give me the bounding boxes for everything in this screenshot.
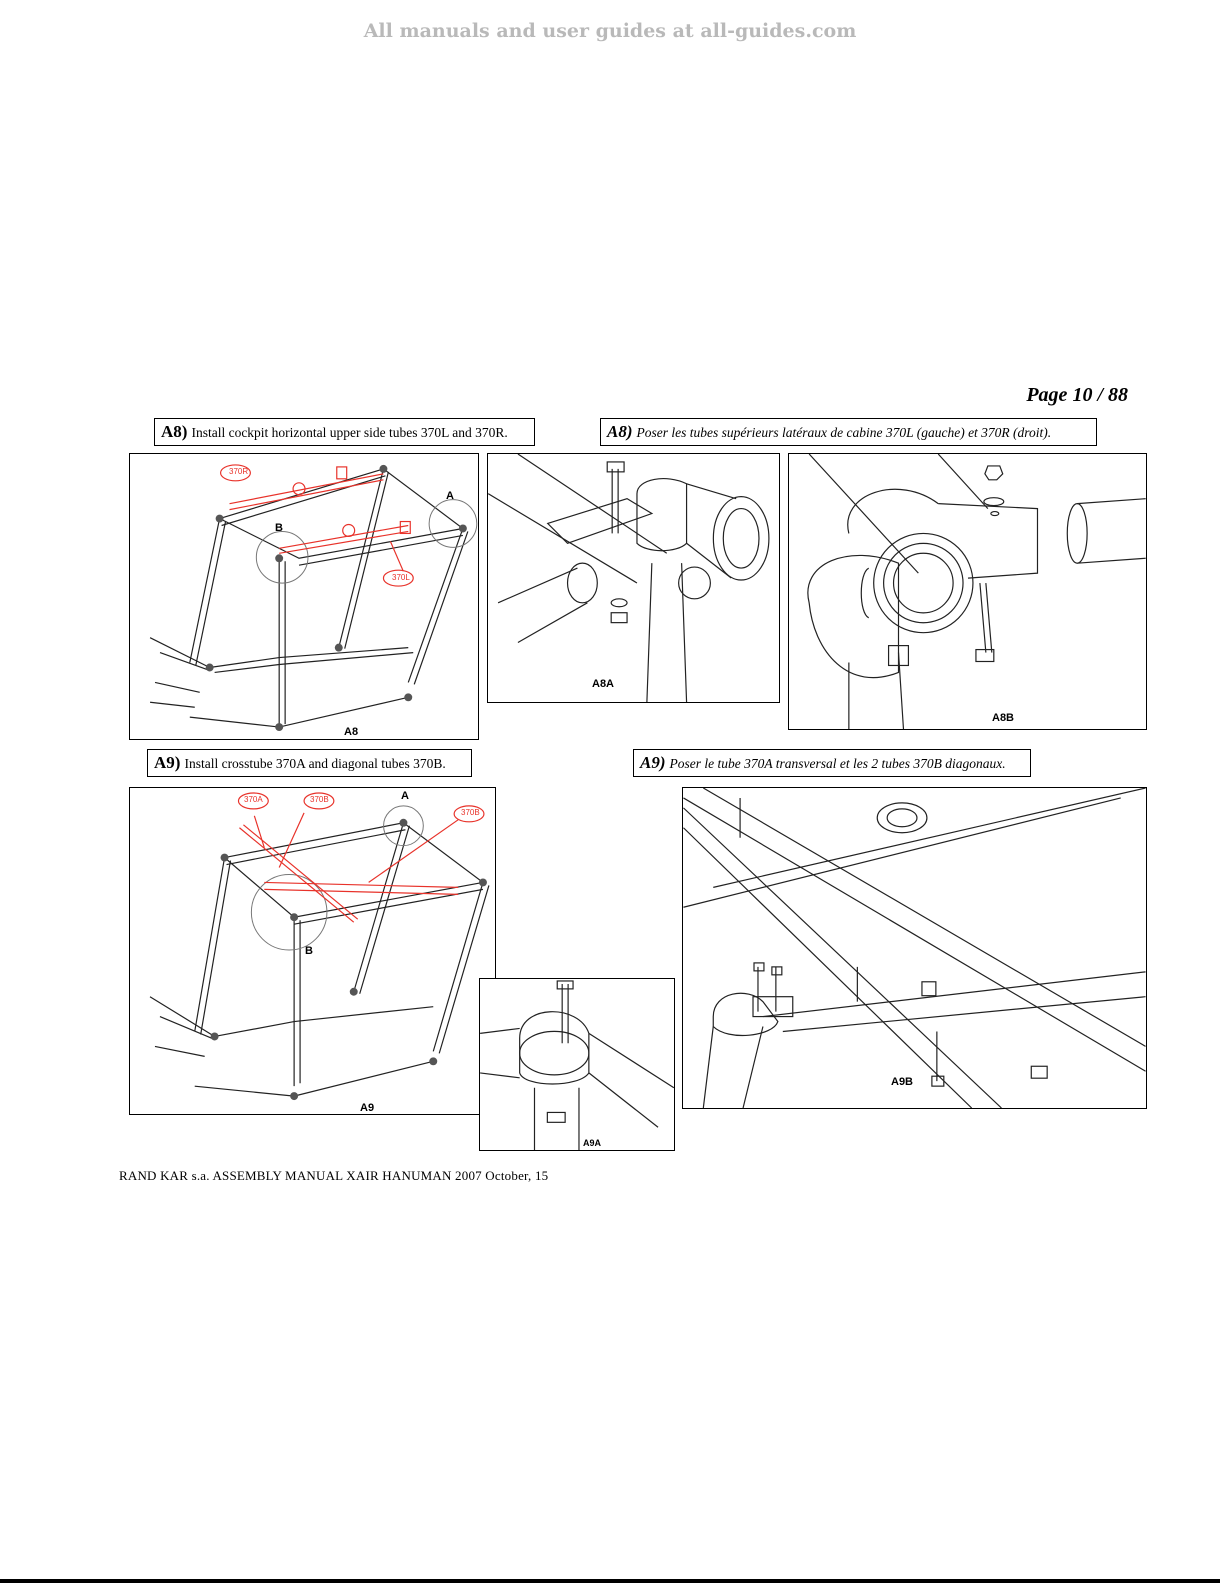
part-callout-370r: 370R — [229, 467, 249, 476]
step-code: A9) — [640, 753, 666, 772]
step-code: A8) — [161, 422, 188, 441]
step-text: Install crosstube 370A and diagonal tube… — [184, 756, 446, 771]
detail-drawing-a9b — [683, 788, 1146, 1108]
figure-label: A9B — [891, 1076, 914, 1088]
step-text: Poser les tubes supérieurs latéraux de c… — [636, 425, 1052, 440]
figure-a9: 370A 370B 370B A B A9 — [129, 787, 496, 1115]
figure-label: A9 — [360, 1102, 375, 1114]
step-a9-caption-en: A9)Install crosstube 370A and diagonal t… — [147, 749, 472, 777]
step-text: Install cockpit horizontal upper side tu… — [191, 425, 508, 440]
figure-label: A9A — [583, 1138, 602, 1148]
frame-drawing-a9 — [149, 792, 490, 1101]
detail-a-marker: A — [446, 490, 454, 502]
watermark: All manuals and user guides at all-guide… — [363, 20, 857, 42]
footer: RAND KAR s.a. ASSEMBLY MANUAL XAIR HANUM… — [119, 1168, 549, 1183]
part-callout-370a: 370A — [244, 795, 263, 804]
step-code: A9) — [154, 753, 181, 772]
detail-b-marker: B — [305, 945, 313, 957]
figure-a8a: A8A — [487, 453, 780, 703]
step-code: A8) — [607, 422, 633, 441]
detail-drawing-a8a — [488, 454, 770, 702]
step-a8-caption-fr: A8)Poser les tubes supérieurs latéraux d… — [600, 418, 1097, 446]
figure-label: A8B — [992, 712, 1015, 724]
part-callout-370b: 370B — [310, 795, 329, 804]
figure-a8: 370R 370L B A A8 — [129, 453, 479, 740]
figure-a9b: A9B — [682, 787, 1147, 1109]
detail-drawing-a8b — [807, 454, 1146, 729]
step-text: Poser le tube 370A transversal et les 2 … — [669, 756, 1006, 771]
bottom-rule — [0, 1579, 1220, 1583]
figure-a8b: A8B — [788, 453, 1147, 730]
detail-b-marker: B — [275, 522, 283, 534]
frame-drawing-a8 — [149, 464, 478, 732]
step-a8-caption-en: A8)Install cockpit horizontal upper side… — [154, 418, 535, 446]
page-number: Page 10 / 88 — [1026, 384, 1128, 406]
part-callout-370b: 370B — [461, 808, 480, 817]
figure-label: A8 — [344, 726, 359, 738]
step-a9-caption-fr: A9)Poser le tube 370A transversal et les… — [633, 749, 1031, 777]
detail-a-marker: A — [401, 790, 409, 802]
part-callout-370l: 370L — [392, 573, 410, 582]
figure-label: A8A — [592, 678, 615, 690]
figure-a9a: A9A — [479, 978, 675, 1151]
detail-drawing-a9a — [480, 980, 674, 1150]
